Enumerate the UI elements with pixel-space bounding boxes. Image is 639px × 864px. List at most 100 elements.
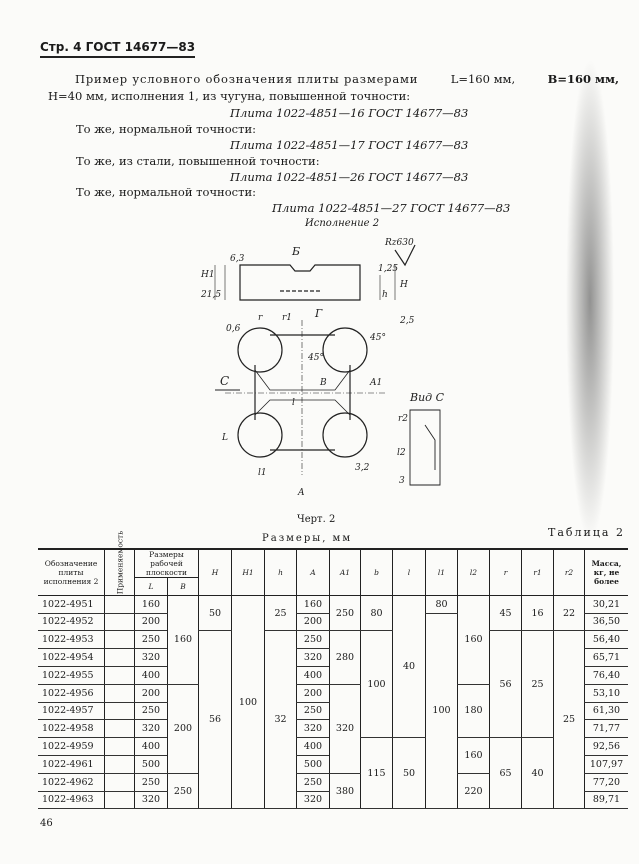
dim: l	[292, 398, 295, 408]
table-cell: 1022-4952	[38, 613, 105, 632]
example-3: Плита 1022-4851—26 ГОСТ 14677—83	[230, 170, 469, 184]
table-cell: 250	[296, 630, 330, 650]
table-cell: 1022-4951	[38, 595, 105, 614]
col-l2: l2	[457, 547, 490, 596]
col-l1: l1	[425, 547, 458, 596]
table-cell: 61,30	[584, 702, 628, 721]
table-cell: 400	[296, 737, 330, 756]
side-view	[239, 264, 361, 301]
table-cell: 320	[134, 719, 168, 739]
technical-drawing: Rz630 Б Г C Вид C 6,3 1,25 2,5 21,5 H1 H…	[200, 238, 445, 498]
intro-L: L=160 мм,	[450, 72, 516, 86]
table-cell: 320	[134, 791, 168, 810]
table-cell: 100	[425, 613, 458, 810]
dim: 3,2	[355, 463, 370, 473]
table-cell	[104, 666, 135, 685]
table-cell: 500	[296, 755, 330, 774]
table-cell	[104, 684, 135, 703]
table-cell: 280	[329, 630, 361, 685]
table-cell: 250	[134, 773, 168, 792]
table-cell: 1022-4955	[38, 666, 105, 685]
table-cell: 320	[296, 791, 330, 810]
example-2: Плита 1022-4851—17 ГОСТ 14677—83	[230, 138, 469, 152]
table-cell: 30,21	[584, 595, 628, 614]
table-cell: 92,56	[584, 737, 628, 756]
table-cell: 160	[296, 595, 330, 614]
table-cell: 250	[167, 773, 199, 810]
col-work-plane: Размеры рабочей плоскости	[134, 548, 199, 578]
table-cell: 220	[457, 773, 490, 810]
plan-view	[225, 320, 385, 475]
dim: 1,25	[378, 264, 398, 274]
col-designation: Обозначение плиты исполнения 2	[38, 547, 105, 596]
table-cell: 25	[521, 630, 554, 739]
dim: L	[221, 433, 228, 443]
table-cell: 22	[553, 595, 585, 632]
table-cell: 200	[296, 613, 330, 632]
table-cell: 45	[489, 595, 522, 632]
table-cell: 250	[134, 630, 168, 650]
table-cell	[104, 719, 135, 739]
table-cell: 250	[296, 773, 330, 792]
dim: 0,6	[226, 324, 241, 334]
dim: A	[297, 488, 305, 498]
col-L: L	[134, 577, 168, 596]
table-cell	[104, 791, 135, 810]
table-cell: 107,97	[584, 755, 628, 774]
table-cell: 40	[521, 737, 554, 810]
col-B: B	[167, 577, 199, 596]
table-cell: 1022-4953	[38, 630, 105, 650]
intro-text: Пример условного обозначения плиты разме…	[75, 72, 419, 86]
table-cell: 71,77	[584, 719, 628, 739]
col-A: A	[296, 547, 330, 596]
table-cell: 160	[167, 595, 199, 685]
table-cell: 16	[521, 595, 554, 632]
table-cell: 320	[329, 684, 361, 774]
roughness-sign	[394, 244, 416, 267]
text-2: То же, нормальной точности:	[76, 122, 256, 136]
col-l: l	[392, 547, 426, 596]
table-cell: 1022-4958	[38, 719, 105, 739]
example-4: Плита 1022-4851—27 ГОСТ 14677—83	[272, 201, 511, 215]
table-cell	[104, 648, 135, 667]
table-cell: 115	[360, 737, 393, 810]
dim: r1	[282, 313, 292, 323]
table-cell: 25	[553, 630, 585, 810]
table-cell: 50	[392, 737, 426, 810]
label-c: C	[220, 374, 229, 388]
col-r: r	[489, 547, 522, 596]
table-cell: 1022-4961	[38, 755, 105, 774]
table-cell: 65,71	[584, 648, 628, 667]
table-cell: 1022-4957	[38, 702, 105, 721]
dim: h	[382, 290, 388, 300]
label-g: Г	[314, 307, 323, 320]
table-cell: 1022-4963	[38, 791, 105, 810]
table-cell: 250	[296, 702, 330, 721]
table-cell: 200	[167, 684, 199, 774]
section-view	[409, 409, 441, 486]
roughness-label: Rz630	[384, 238, 414, 248]
table-cell: 1022-4959	[38, 737, 105, 756]
table-label: Таблица 2	[548, 526, 625, 539]
table-cell: 160	[457, 595, 490, 685]
label-b: Б	[291, 245, 300, 258]
table-cell: 65	[489, 737, 522, 810]
col-b: b	[360, 547, 393, 596]
table-cell: 56	[198, 630, 232, 810]
table-cell: 380	[329, 773, 361, 810]
table-cell: 160	[134, 595, 168, 614]
dim: 3	[399, 476, 405, 486]
col-r2: r2	[553, 547, 585, 596]
table-cell: 80	[360, 595, 393, 632]
text-4: То же, нормальной точности:	[76, 185, 256, 199]
dimensions-table: Обозначение плиты исполнения 2 Применяем…	[38, 531, 628, 810]
table-cell: 200	[296, 684, 330, 703]
table-cell: 32	[264, 630, 297, 810]
table-cell: 76,40	[584, 666, 628, 685]
table-cell: 56	[489, 630, 522, 739]
